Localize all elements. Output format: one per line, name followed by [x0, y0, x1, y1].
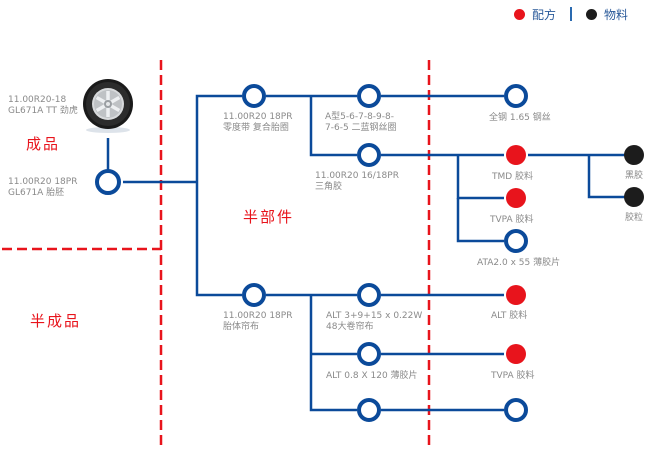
recipe-dot-icon: [514, 8, 525, 20]
label-tmd: TMD 胶料: [492, 172, 534, 182]
legend-item-recipe: 配方: [514, 6, 556, 23]
node-unlabeled-right[interactable]: [504, 398, 528, 422]
legend-label-material: 物料: [604, 7, 629, 22]
label-tvpa-2: TVPA 胶料: [491, 371, 535, 381]
node-ata-sheet[interactable]: [504, 229, 528, 253]
node-bead-composite[interactable]: [242, 84, 266, 108]
nodes: [95, 84, 644, 422]
label-line: GL671A TT 劲虎: [8, 106, 78, 116]
connector: [587, 155, 625, 199]
label-tvpa: TVPA 胶料: [490, 215, 534, 225]
label-line: 三角胶: [315, 182, 343, 192]
label-line: ALT 3+9+15 x 0.22W: [326, 311, 423, 321]
node-tvpa-recipe[interactable]: [506, 188, 526, 208]
material-dot-icon: [586, 8, 598, 20]
label-line: 11.00R20 18PR: [223, 311, 293, 321]
connector: [195, 94, 242, 297]
label-line: 48大卷帘布: [326, 322, 374, 332]
label-alt-sheet: ALT 0.8 X 120 薄胶片: [326, 371, 418, 381]
section-label-semi-finished: 半成品: [30, 312, 82, 330]
node-unlabeled-mid[interactable]: [357, 398, 381, 422]
node-alt-rubber-recipe[interactable]: [506, 285, 526, 305]
node-body-ply[interactable]: [242, 283, 266, 307]
label-line: 11.00R20-18: [8, 95, 67, 105]
label-alt-rubber: ALT 胶料: [491, 311, 528, 321]
node-steel-wire[interactable]: [504, 84, 528, 108]
node-green-tire[interactable]: [95, 169, 121, 195]
node-black-rubber[interactable]: [624, 145, 644, 165]
connectors: [106, 94, 625, 412]
tire-icon[interactable]: [83, 79, 133, 133]
label-line: 胎体帘布: [223, 322, 260, 332]
connector: [309, 295, 357, 412]
legend-label-recipe: 配方: [532, 7, 557, 22]
node-bead-wire[interactable]: [357, 84, 381, 108]
label-line: 11.00R20 18PR: [8, 177, 78, 187]
node-rubber-pellet[interactable]: [624, 187, 644, 207]
node-alt-cord[interactable]: [357, 283, 381, 307]
connector: [456, 198, 504, 243]
label-line: 零度带 复合胎圈: [223, 123, 289, 133]
section-label-finished: 成品: [26, 135, 61, 153]
node-tmd-recipe[interactable]: [506, 145, 526, 165]
section-dividers: [2, 60, 431, 450]
label-line: GL671A 胎胚: [8, 188, 65, 198]
label-bead-wire: A型5-6-7-8-9-8-7-6-5 二蓝钢丝圈: [325, 112, 397, 134]
node-apex[interactable]: [357, 143, 381, 167]
section-label-components: 半部件: [243, 208, 295, 226]
legend-separator: [570, 7, 573, 21]
node-tvpa-recipe-2[interactable]: [506, 344, 526, 364]
label-rubber-pellet: 胶粒: [625, 213, 644, 223]
label-line: 7-6-5 二蓝钢丝圈: [325, 123, 397, 133]
label-black-rubber: 黑胶: [625, 171, 644, 181]
label-line: 11.00R20 16/18PR: [315, 171, 399, 181]
label-line: A型5-6-7-8-9-8-: [325, 112, 394, 122]
connector: [309, 96, 357, 157]
node-alt-sheet[interactable]: [357, 342, 381, 366]
legend: 配方 物料: [514, 4, 628, 24]
label-ata: ATA2.0 x 55 薄胶片: [477, 258, 561, 268]
legend-item-material: 物料: [586, 6, 628, 23]
label-steel-wire: 全钢 1.65 钢丝: [489, 113, 551, 123]
label-line: 11.00R20 18PR: [223, 112, 293, 122]
